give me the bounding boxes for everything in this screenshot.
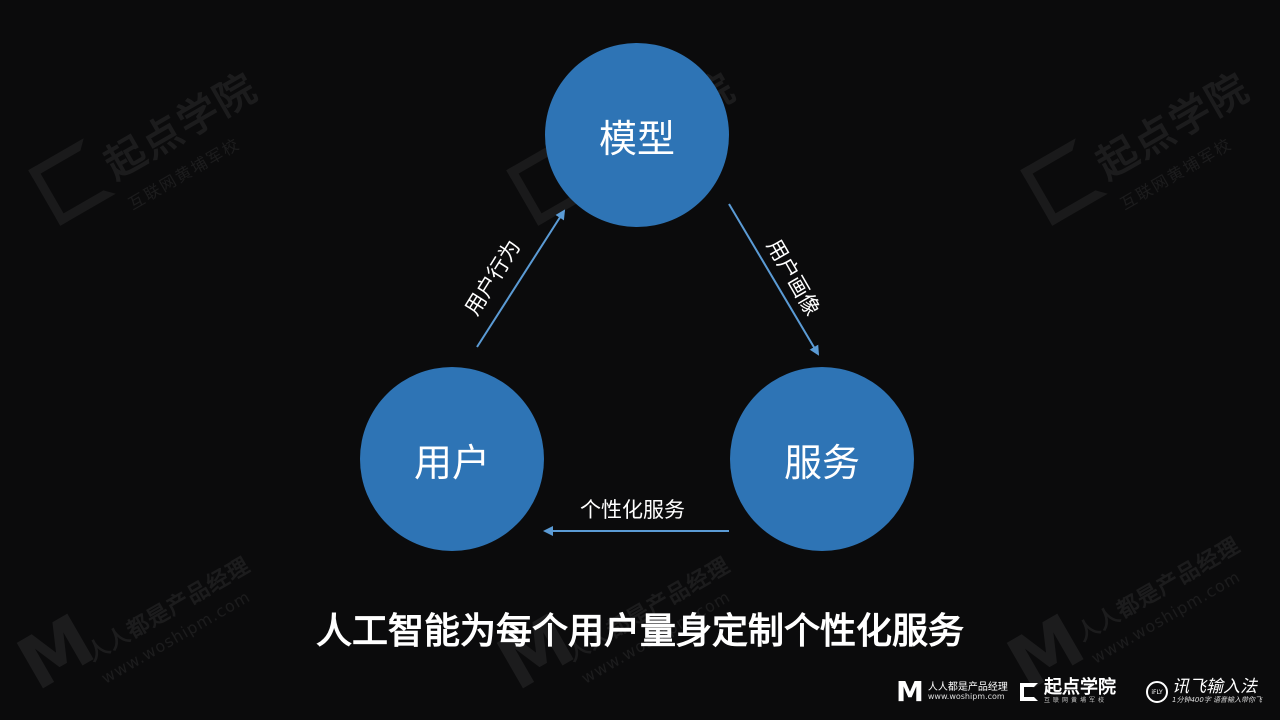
woshipm-logo-icon: M <box>896 675 924 708</box>
footer-ifly: iFLY 讯飞输入法 1分钟400字 语音输入带你飞 <box>1146 674 1262 710</box>
diagram-caption: 人工智能为每个用户量身定制个性化服务 <box>315 611 964 652</box>
node-user-label: 用户 <box>413 440 490 485</box>
node-service-label: 服务 <box>783 440 860 485</box>
ifly-name: 讯飞输入法 <box>1172 677 1257 698</box>
qidian-name: 起点学院 <box>1044 677 1116 699</box>
node-model: 模型 <box>545 43 729 227</box>
node-model-label: 模型 <box>598 116 675 161</box>
footer-qidian: 起点学院 互联网黄埔军校 <box>1020 674 1116 710</box>
woshipm-name: 人人都是产品经理 <box>927 681 1008 693</box>
ifly-sub: 1分钟400字 语音输入带你飞 <box>1172 696 1263 705</box>
qidian-sub: 互联网黄埔军校 <box>1044 697 1108 705</box>
footer-woshipm: M 人人都是产品经理 www.woshipm.com <box>896 674 1008 710</box>
woshipm-url: www.woshipm.com <box>927 692 1005 702</box>
qidian-logo-icon <box>1020 683 1038 701</box>
edge-label-personalized-service: 个性化服务 <box>580 498 685 522</box>
ifly-logo-icon: iFLY <box>1146 681 1168 703</box>
node-user: 用户 <box>360 367 544 551</box>
node-service: 服务 <box>730 367 914 551</box>
arrow-model-to-service <box>728 203 820 356</box>
arrow-user-to-model <box>476 209 566 348</box>
